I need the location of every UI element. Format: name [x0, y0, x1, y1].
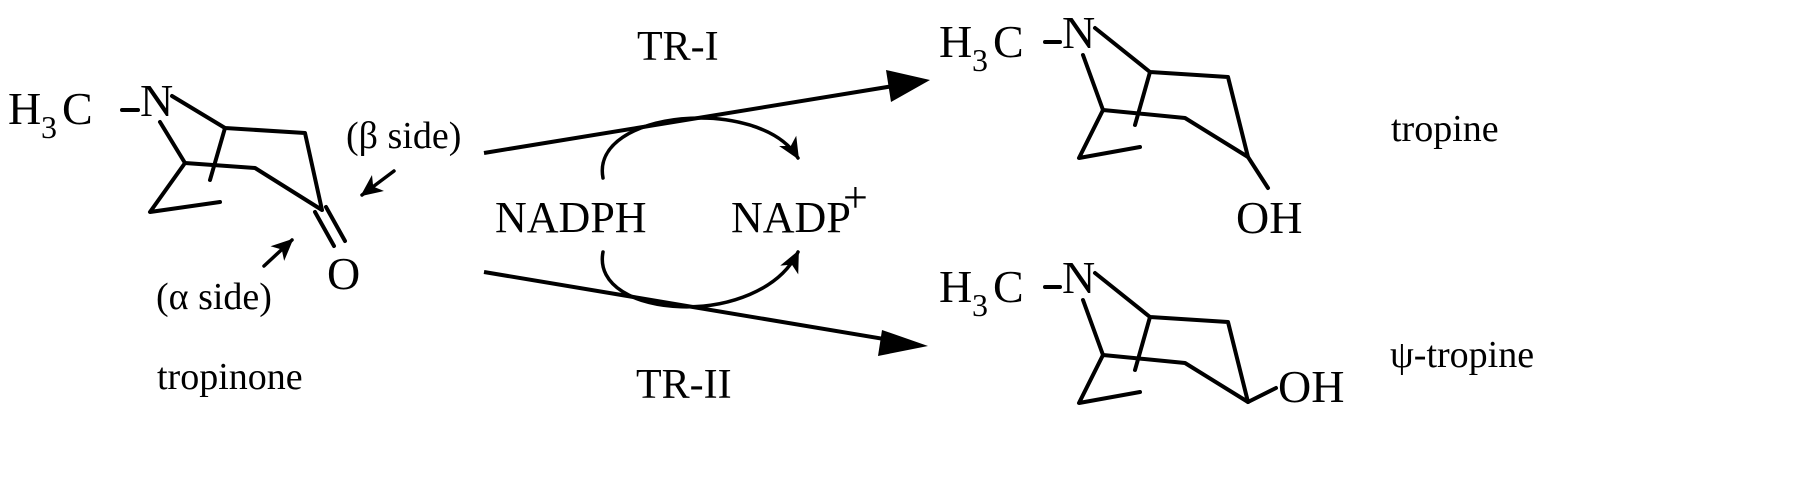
reaction-arrowhead-tr-i: [886, 70, 930, 102]
alpha-side-label: (α side): [156, 276, 272, 318]
pseudotropine-methyl-subscript: 3: [972, 287, 988, 323]
tropinone-carbonyl-bond-1: [313, 210, 336, 248]
pseudotropine-nitrogen: N: [1062, 252, 1095, 303]
tropinone-methyl-subscript: 3: [41, 109, 57, 145]
cofactor-nadph: NADPH: [495, 193, 647, 242]
tropine-ring-bonds: [1077, 26, 1250, 160]
tropinone-methyl-h: H: [8, 83, 41, 134]
tropine-c-oh-bond: [1246, 155, 1270, 190]
tropinone-carbonyl-bond-2: [324, 205, 347, 243]
tropine-bridge-left-bond: [1081, 53, 1105, 112]
tropine-methyl-c: C: [993, 16, 1024, 67]
alpha-side-arrow: [262, 238, 294, 268]
tropinone-ring-bonds: [148, 94, 324, 214]
enzyme-label-tr-ii: TR-II: [636, 362, 732, 408]
pseudotropine-ring-bonds: [1077, 271, 1250, 405]
tropine-hydroxyl: OH: [1236, 192, 1302, 243]
tropinone-nitrogen: N: [140, 75, 173, 126]
pseudotropine-methyl-c: C: [993, 261, 1024, 312]
tropine-name: tropine: [1391, 108, 1499, 150]
pseudotropine-hydroxyl: OH: [1278, 361, 1344, 412]
tropine-structure: H 3 C N OH: [939, 7, 1302, 243]
tropinone-structure: H 3 C N O: [8, 75, 360, 299]
beta-side-label: (β side): [346, 115, 461, 157]
tropinone-oxygen: O: [327, 248, 360, 299]
tropinone-bridge-right-bond: [208, 126, 227, 182]
tropine-bridge-right-bond: [1133, 70, 1152, 127]
pseudotropine-name: ψ-tropine: [1390, 334, 1534, 376]
cofactor-curve-arrow-bottom: [600, 250, 800, 309]
enzyme-label-tr-i: TR-I: [637, 24, 719, 70]
tropinone-name: tropinone: [157, 356, 303, 398]
tropinone-methyl-c: C: [62, 83, 93, 134]
pseudotropine-bridge-left-bond: [1081, 298, 1105, 357]
pseudotropine-bridge-right-bond: [1133, 315, 1152, 372]
cofactor-nadp-charge: +: [843, 173, 868, 222]
beta-side-arrow: [360, 169, 396, 197]
pseudotropine-methyl-h: H: [939, 261, 972, 312]
tropine-methyl-subscript: 3: [972, 42, 988, 78]
pseudotropine-c-oh-bond: [1246, 386, 1278, 404]
tropine-methyl-h: H: [939, 16, 972, 67]
tropine-nitrogen: N: [1062, 7, 1095, 58]
tropinone-bridge-left-bond: [158, 120, 187, 165]
pseudotropine-structure: H 3 C N OH: [939, 252, 1344, 412]
cofactor-curve-arrow-top: [600, 116, 800, 180]
reaction-arrowhead-tr-ii: [878, 330, 928, 356]
cofactor-nadp: NADP: [731, 193, 851, 242]
